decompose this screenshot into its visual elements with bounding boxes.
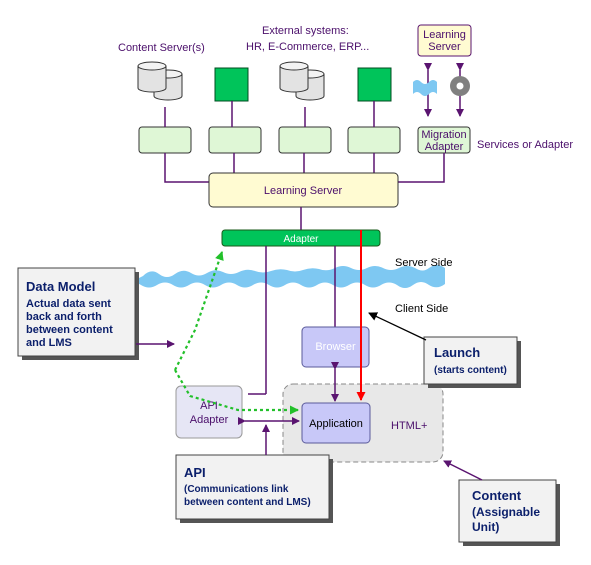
client-side-label: Client Side: [395, 303, 448, 315]
application-label: Application: [309, 418, 363, 430]
data-model-line: back and forth: [26, 311, 102, 323]
learning-server-remote-box: [417, 24, 472, 57]
service-adapter-box: [347, 126, 401, 154]
content-pointer: [443, 460, 483, 481]
launch-pointer: [368, 312, 427, 341]
api-adapter-label-2: Adapter: [190, 414, 229, 426]
application-box: [301, 402, 371, 444]
external-system-icon: [357, 67, 392, 102]
database-icon: [279, 61, 325, 101]
gear-icon: [450, 76, 470, 96]
api-title: API: [184, 465, 206, 480]
external-systems-label: External systems:: [262, 25, 349, 37]
launch-title: Launch: [434, 345, 480, 360]
adapter-bar: [221, 229, 381, 247]
service-adapter-box: [208, 126, 262, 154]
api-line: (Communications link: [184, 484, 289, 495]
browser-label: Browser: [315, 341, 356, 353]
launch-line: (starts content): [434, 365, 507, 376]
content-line: (Assignable: [472, 505, 540, 519]
content-callout: [458, 479, 557, 543]
data-model-callout: [17, 267, 136, 357]
api-line: between content and LMS): [184, 497, 311, 508]
data-model-arrow-right: [174, 369, 299, 415]
data-model-line: between content: [26, 324, 113, 336]
content-servers-label: Content Server(s): [118, 42, 205, 54]
data-model-arrow-up: [174, 251, 224, 371]
learning-server-label: Learning Server: [264, 185, 343, 197]
content-line: Unit): [472, 520, 499, 534]
service-adapter-box: [138, 126, 192, 154]
service-adapter-box: [278, 126, 332, 154]
external-system-icon: [214, 67, 249, 102]
launch-callout: [423, 336, 518, 385]
api-adapter-box: [175, 385, 243, 439]
learning-server-remote-label-2: Server: [428, 41, 461, 53]
external-systems-list: HR, E-Commerce, ERP...: [246, 41, 369, 53]
server-side-label: Server Side: [395, 257, 452, 269]
network-cloud-band: [125, 265, 445, 288]
top-connectors: [164, 101, 375, 127]
services-or-adapter-label: Services or Adapter: [477, 139, 573, 151]
adapter-label: Adapter: [283, 234, 319, 245]
migration-adapter-label-2: Adapter: [425, 141, 464, 153]
html-plus-label: HTML+: [391, 420, 427, 432]
data-model-line: Actual data sent: [26, 298, 111, 310]
content-title: Content: [472, 488, 522, 503]
data-model-line: and LMS: [26, 337, 72, 349]
learning-server-box: [208, 172, 399, 208]
migration-adapter-label-1: Migration: [421, 129, 466, 141]
api-callout: [175, 454, 330, 520]
server-connectors: [164, 153, 445, 183]
network-cloud-fragment-icon: [413, 80, 437, 96]
learning-server-remote-label-1: Learning: [423, 29, 466, 41]
database-icon: [137, 61, 183, 101]
data-model-title: Data Model: [26, 279, 95, 294]
